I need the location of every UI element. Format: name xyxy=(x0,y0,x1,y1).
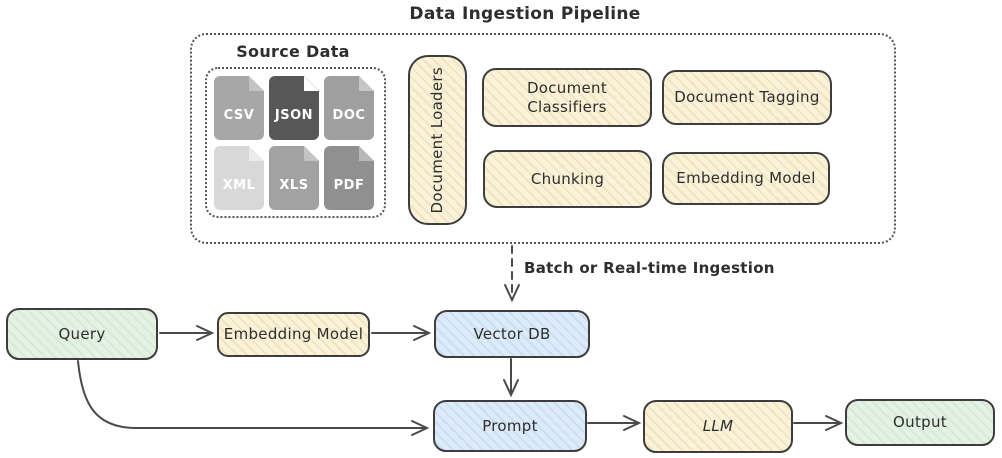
file-label: JSON xyxy=(274,107,314,123)
source-data-label: Source Data xyxy=(236,42,350,61)
embedding-model-box: Embedding Model xyxy=(217,312,370,357)
stage-document-classifiers: Document Classifiers xyxy=(482,68,652,127)
file-icon-csv: CSV xyxy=(214,76,264,140)
file-icon-doc: DOC xyxy=(324,76,374,140)
data-ingestion-pipeline-container xyxy=(190,33,896,244)
file-label: DOC xyxy=(332,107,366,123)
vector-db-box: Vector DB xyxy=(434,310,590,358)
llm-box: LLM xyxy=(643,400,793,453)
file-label: XML xyxy=(222,177,256,193)
source-file-grid: CSV JSON DOC XML XLS PDF xyxy=(214,76,374,210)
file-icon-xls: XLS xyxy=(269,146,319,210)
file-fold xyxy=(359,76,374,91)
file-icon-xml: XML xyxy=(214,146,264,210)
file-label: XLS xyxy=(279,177,309,193)
file-fold xyxy=(249,76,264,91)
ingestion-arrow-label: Batch or Real-time Ingestion xyxy=(524,259,775,277)
document-loaders-box: Document Loaders xyxy=(408,55,467,225)
prompt-box: Prompt xyxy=(433,400,587,452)
page-title: Data Ingestion Pipeline xyxy=(409,4,641,24)
file-label: PDF xyxy=(333,177,365,193)
stage-embedding-model: Embedding Model xyxy=(662,152,830,205)
file-fold xyxy=(304,146,319,161)
output-box: Output xyxy=(845,399,995,446)
file-icon-pdf: PDF xyxy=(324,146,374,210)
source-data-group xyxy=(205,67,386,218)
arrow-query-to-prompt xyxy=(77,360,430,436)
file-fold xyxy=(249,146,264,161)
file-icon-json: JSON xyxy=(269,76,319,140)
file-fold xyxy=(359,146,374,161)
document-loaders-label: Document Loaders xyxy=(428,66,447,214)
stage-document-tagging: Document Tagging xyxy=(662,70,832,125)
query-box: Query xyxy=(6,308,158,360)
file-label: CSV xyxy=(223,107,255,123)
stage-chunking: Chunking xyxy=(483,150,652,208)
file-fold xyxy=(304,76,319,91)
